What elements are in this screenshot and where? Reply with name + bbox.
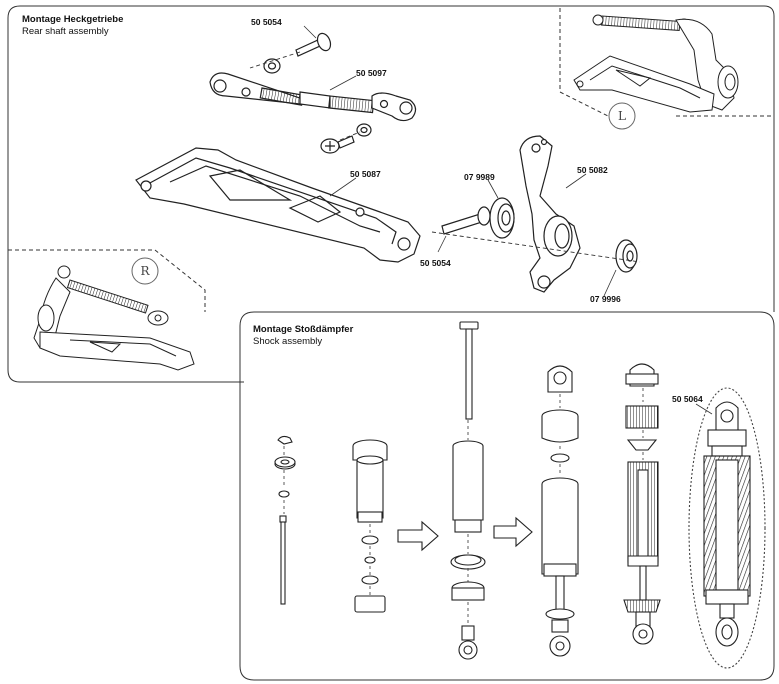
turnbuckle-part — [209, 72, 417, 122]
inset-left-assembled-view — [573, 14, 739, 113]
part-number-lower-arm: 50 5087 — [350, 169, 381, 179]
lower-arm-part — [135, 147, 421, 263]
right-badge-text: R — [140, 264, 150, 278]
bearing-right-part — [615, 239, 638, 273]
shock-leader-line — [695, 403, 713, 415]
left-badge-text: L — [618, 109, 626, 123]
left-side-badge: L — [608, 102, 636, 130]
inset-right-view-dashes — [8, 249, 206, 312]
rear-axis-dashline — [249, 51, 641, 263]
rear-leader-lines — [303, 25, 617, 297]
rear-panel-frame — [7, 5, 775, 383]
right-side-badge: R — [131, 257, 159, 285]
bearing-left-part — [489, 197, 515, 239]
shock-small-parts — [274, 435, 296, 605]
shock-complete — [688, 387, 766, 669]
screw-top-part — [295, 32, 332, 57]
shock-body-capped — [541, 365, 579, 657]
part-number-bearing-right: 07 9996 — [590, 294, 621, 304]
rear-title-en: Rear shaft assembly — [22, 26, 109, 37]
shock-assembly-heading: Montage Stoßdämpfer Shock assembly — [253, 324, 353, 348]
screw-pin-part — [441, 206, 491, 235]
shock-panel-frame — [239, 311, 775, 681]
shock-title-de: Montage Stoßdämpfer — [253, 324, 354, 335]
part-number-turnbuckle: 50 5097 — [356, 68, 387, 78]
shock-title-en: Shock assembly — [253, 336, 323, 347]
washer-part — [263, 58, 281, 74]
rear-title-de: Montage Heckgetriebe — [22, 14, 124, 25]
rear-assembly-heading: Montage Heckgetriebe Rear shaft assembly — [22, 14, 123, 38]
inset-left-view-dashes — [559, 8, 774, 117]
small-screw-part — [320, 123, 372, 154]
inset-right-assembled-view — [33, 265, 195, 371]
part-number-bearing-left: 07 9989 — [464, 172, 495, 182]
part-number-screw-pin: 50 5054 — [420, 258, 451, 268]
part-number-hub-carrier: 50 5082 — [577, 165, 608, 175]
part-number-screw-top: 50 5054 — [251, 17, 282, 27]
assembly-arrow-1 — [397, 520, 439, 552]
part-number-shock-complete: 50 5064 — [672, 394, 703, 404]
shock-cutaway — [623, 363, 661, 645]
shock-body-empty — [352, 439, 388, 613]
shock-body-rod — [450, 321, 486, 660]
assembly-arrow-2 — [493, 516, 533, 548]
hub-carrier-part — [519, 135, 581, 293]
